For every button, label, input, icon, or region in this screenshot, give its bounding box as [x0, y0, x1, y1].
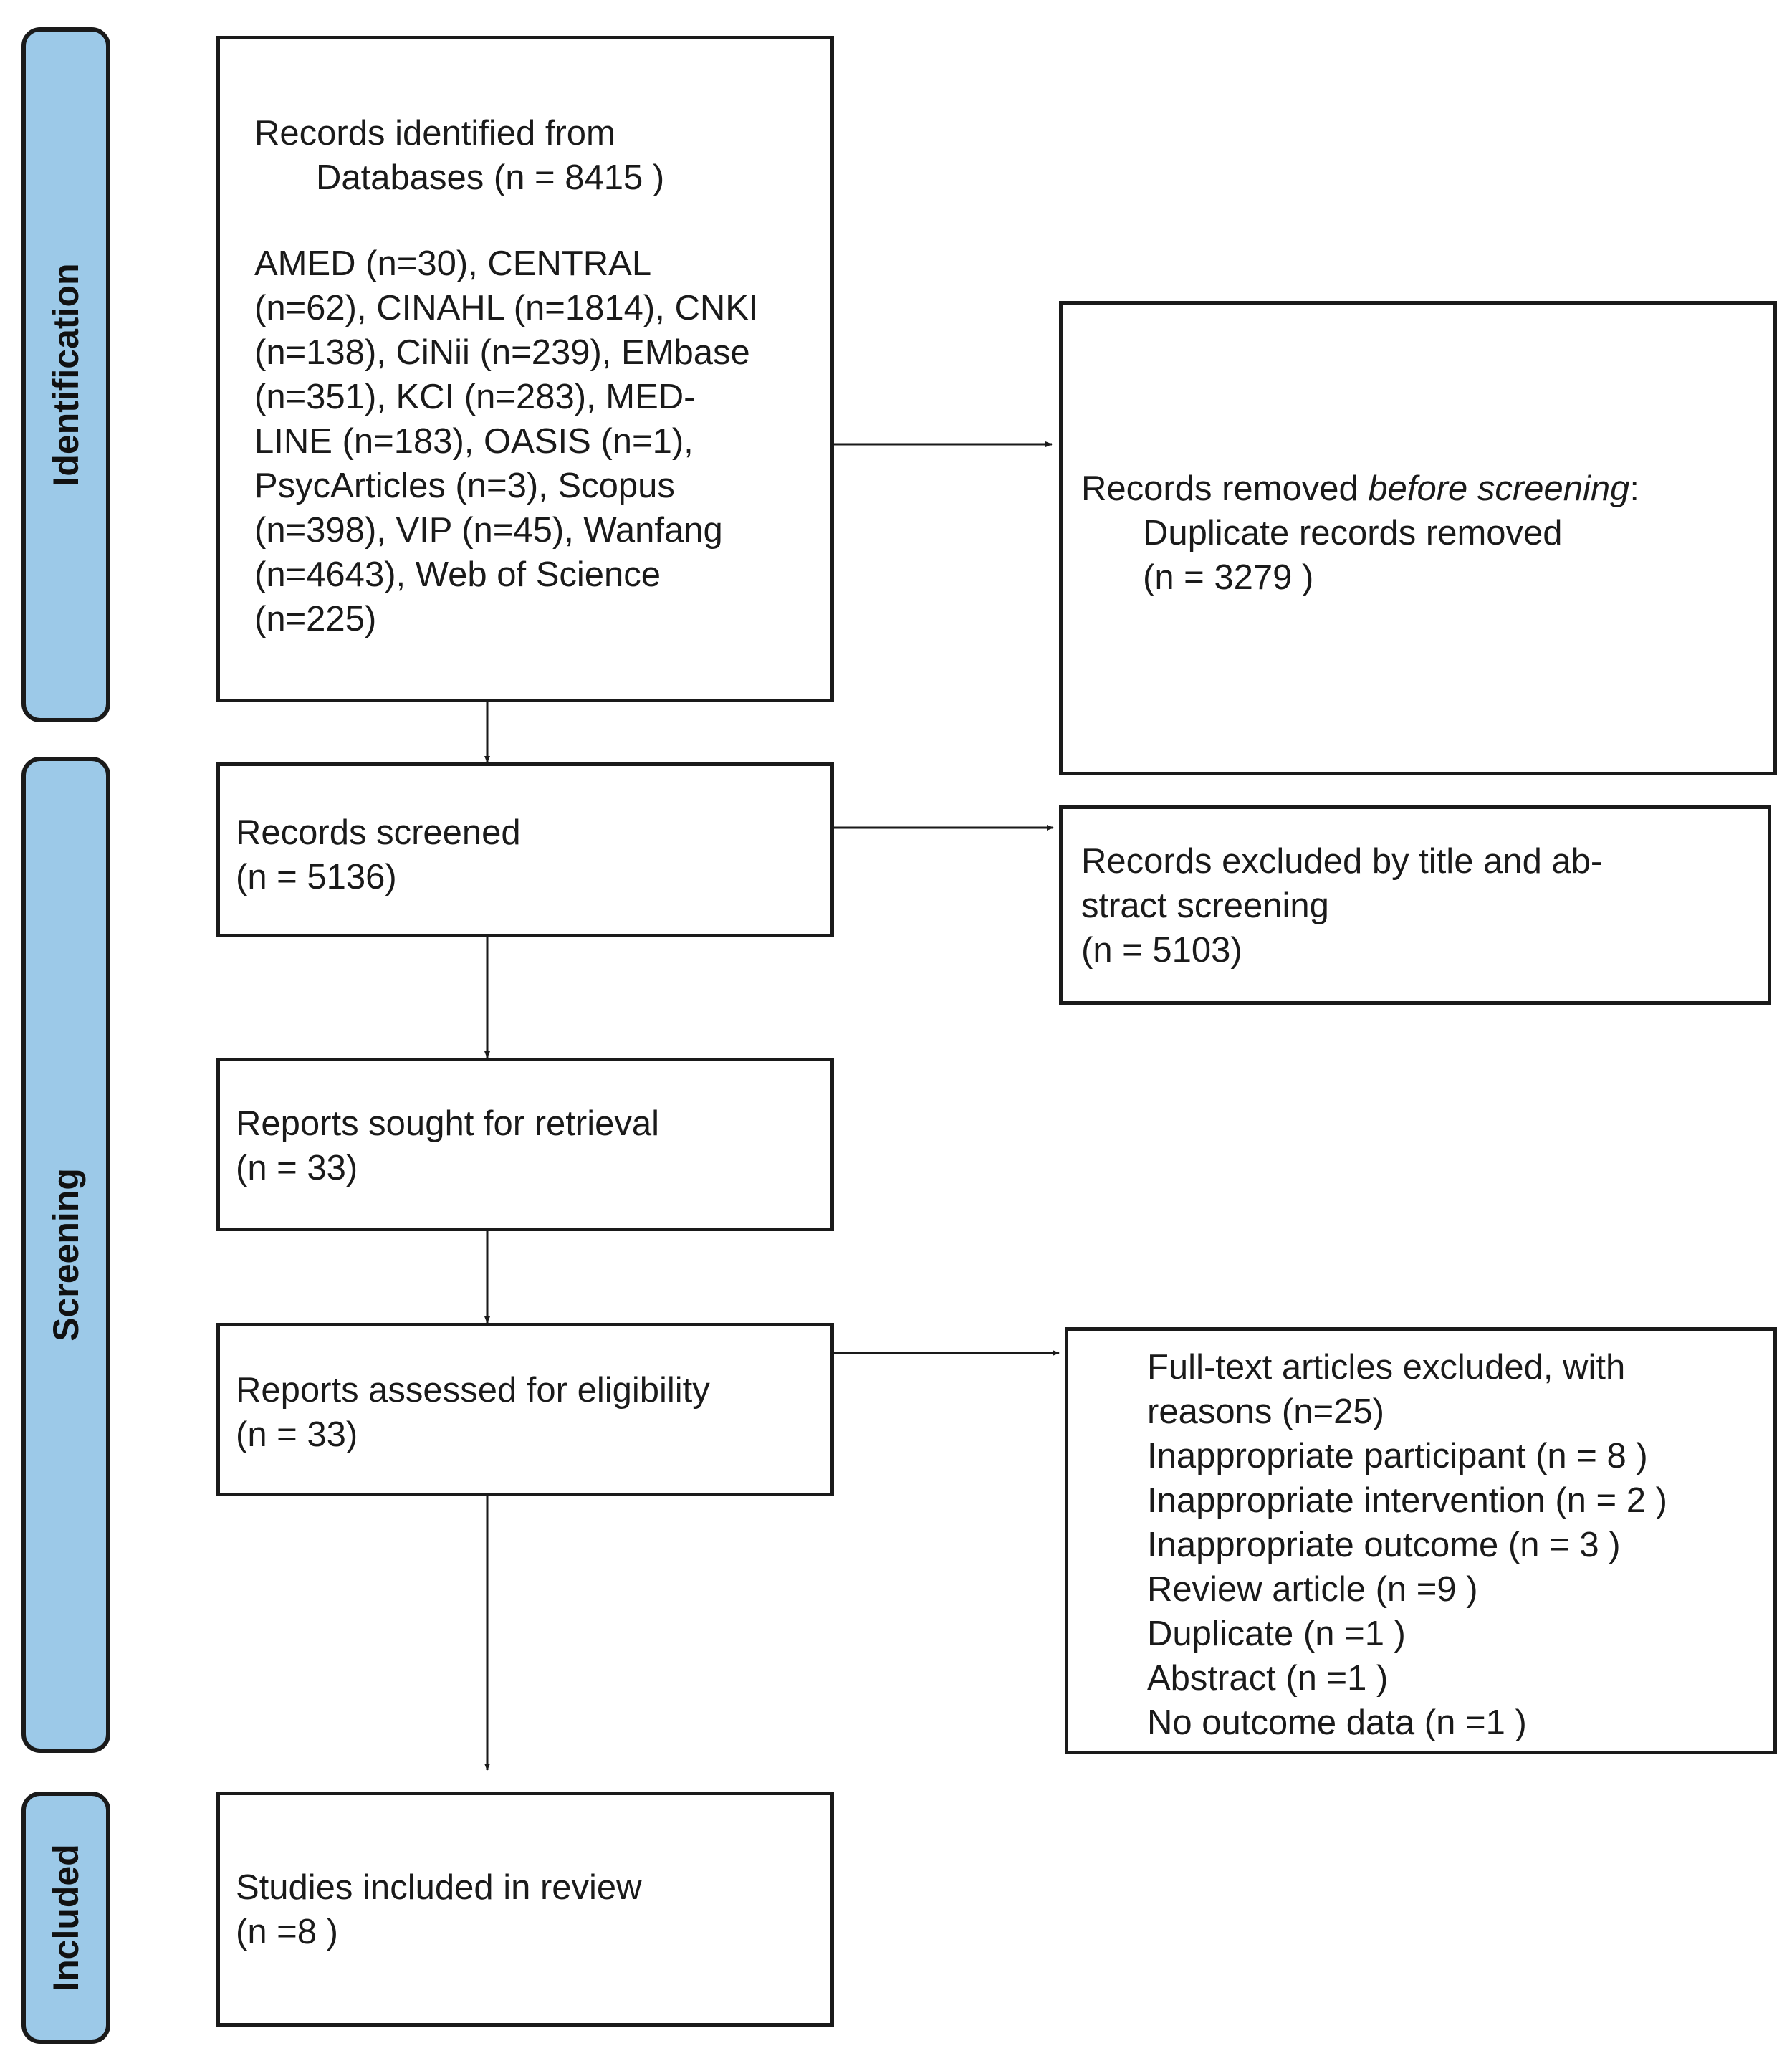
exclusion-reason-line-3: Inappropriate participant (n = 8 ) — [1147, 1437, 1648, 1476]
phase-screening-label: Screening — [46, 1168, 86, 1342]
database-line-7: (n=398), VIP (n=45), Wanfang — [254, 511, 723, 550]
records-screened-box: Records screened (n = 5136) — [216, 762, 834, 937]
records-excluded-box: Records excluded by title and ab- stract… — [1059, 805, 1771, 1005]
phase-identification-label: Identification — [46, 263, 86, 487]
database-line-5: LINE (n=183), OASIS (n=1), — [254, 422, 694, 461]
records-excluded-label-1: Records excluded by title and ab- — [1081, 842, 1603, 881]
phase-included-label: Included — [46, 1844, 86, 1991]
reports-eligibility-label: Reports assessed for eligibility — [236, 1371, 710, 1410]
records-removed-title: Records removed before screening: — [1081, 469, 1639, 508]
records-screened-label: Records screened — [236, 813, 521, 852]
exclusion-reason-line-8: Abstract (n =1 ) — [1147, 1659, 1389, 1698]
exclusion-reason-line-6: Review article (n =9 ) — [1147, 1570, 1478, 1609]
phase-screening: Screening — [21, 757, 110, 1753]
records-removed-box: Records removed before screening: Duplic… — [1059, 301, 1777, 775]
records-identified-box: Records identified from Databases (n = 8… — [216, 36, 834, 702]
records-identified-count: Databases (n = 8415 ) — [316, 158, 665, 197]
phase-included: Included — [21, 1792, 110, 2044]
database-line-2: (n=62), CINAHL (n=1814), CNKI — [254, 289, 759, 327]
exclusion-reason-line-1: Full-text articles excluded, with — [1147, 1348, 1626, 1387]
fulltext-excluded-box: Full-text articles excluded, with reasons… — [1065, 1327, 1777, 1754]
records-excluded-count: (n = 5103) — [1081, 931, 1242, 970]
database-list: AMED (n=30), CENTRAL (n=62), CINAHL (n=18… — [254, 242, 830, 641]
exclusion-reason-line-4: Inappropriate intervention (n = 2 ) — [1147, 1481, 1667, 1520]
database-line-1: AMED (n=30), CENTRAL — [254, 244, 652, 283]
duplicate-records-count: (n = 3279 ) — [1143, 558, 1314, 597]
reports-retrieval-label: Reports sought for retrieval — [236, 1104, 659, 1143]
database-line-3: (n=138), CiNii (n=239), EMbase — [254, 333, 750, 372]
records-identified-title: Records identified from — [254, 114, 615, 153]
exclusion-reason-line-5: Inappropriate outcome (n = 3 ) — [1147, 1526, 1621, 1564]
phase-identification: Identification — [21, 27, 110, 722]
database-line-8: (n=4643), Web of Science — [254, 555, 661, 594]
reports-retrieval-count: (n = 33) — [236, 1149, 358, 1187]
reports-eligibility-count: (n = 33) — [236, 1415, 358, 1454]
reports-retrieval-box: Reports sought for retrieval (n = 33) — [216, 1058, 834, 1231]
reports-eligibility-box: Reports assessed for eligibility (n = 33… — [216, 1323, 834, 1496]
exclusion-reason-line-7: Duplicate (n =1 ) — [1147, 1615, 1406, 1653]
exclusion-reason-line-9: No outcome data (n =1 ) — [1147, 1703, 1527, 1742]
studies-included-box: Studies included in review (n =8 ) — [216, 1792, 834, 2027]
database-line-4: (n=351), KCI (n=283), MED- — [254, 378, 696, 416]
fulltext-exclusion-reasons: Full-text articles excluded, with reasons… — [1147, 1345, 1773, 1745]
database-line-6: PsycArticles (n=3), Scopus — [254, 467, 675, 505]
records-excluded-label-2: stract screening — [1081, 886, 1329, 925]
studies-included-label: Studies included in review — [236, 1868, 642, 1907]
duplicate-records-label: Duplicate records removed — [1143, 514, 1563, 553]
database-line-9: (n=225) — [254, 600, 377, 639]
studies-included-count: (n =8 ) — [236, 1913, 338, 1951]
exclusion-reason-line-2: reasons (n=25) — [1147, 1392, 1384, 1431]
records-screened-count: (n = 5136) — [236, 858, 397, 896]
